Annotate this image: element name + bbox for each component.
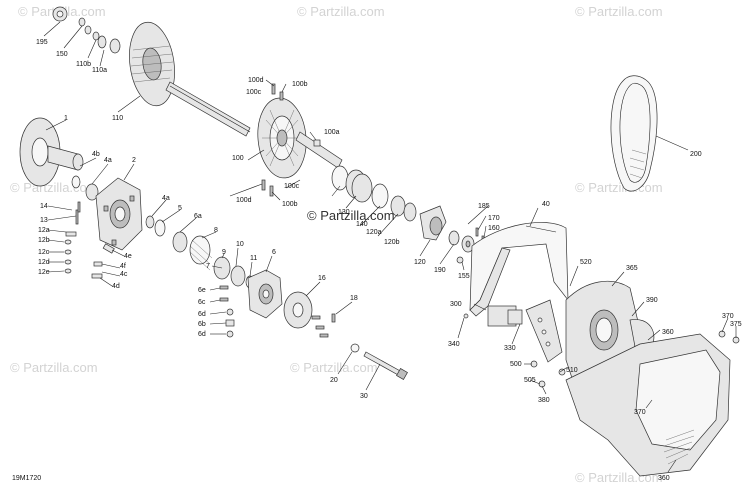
callout-6c: 6c [198,299,206,306]
callout-360: 360 [662,329,674,336]
watermark: © Partzilla.com [10,180,98,195]
callout-4e: 4e [124,253,132,260]
callout-150: 150 [56,51,68,58]
callout-100d-bot: 100d [236,197,252,204]
callout-6d-2: 6d [198,331,206,338]
callout-10: 10 [236,241,244,248]
watermark: © Partzilla.com [10,360,98,375]
callout-6e: 6e [198,287,206,294]
callout-12a: 12a [38,227,50,234]
callout-100d-top: 100d [248,77,264,84]
callout-4a-top: 4a [104,157,112,164]
callout-11: 11 [250,255,257,262]
callout-12b: 12b [38,237,50,244]
callout-370: 370 [722,313,734,320]
callout-505: 505 [524,377,536,384]
callout-330: 330 [504,345,516,352]
callout-16: 16 [318,275,326,282]
callout-7: 7 [206,263,210,270]
callout-110a: 110a [92,67,107,74]
callout-100c-bot: 100c [284,183,300,190]
callout-365: 365 [626,265,638,272]
callout-6b: 6b [198,321,206,328]
callout-1: 1 [64,115,68,122]
retaining-bolt [350,343,408,380]
callout-130: 130 [338,209,350,216]
callout-18: 18 [350,295,358,302]
callout-4f: 4f [120,263,126,270]
callout-510: 510 [566,367,578,374]
callout-140: 140 [356,221,368,228]
callout-300: 300 [450,301,462,308]
watermark: © Partzilla.com [575,180,663,195]
callout-200: 200 [690,151,702,158]
callout-380: 380 [538,397,550,404]
belt-guard [469,222,569,327]
callout-12e: 12e [38,269,50,276]
callout-120: 120 [414,259,426,266]
callout-30: 30 [360,393,368,400]
callout-100b-bot: 100b [282,201,298,208]
callout-14: 14 [40,203,48,210]
diagram-code: 19M1720 [12,475,41,482]
callout-4b: 4b [92,151,100,158]
spider-hardware [219,285,235,338]
callout-13: 13 [40,217,48,224]
callout-100b-top: 100b [292,81,308,88]
callout-4d: 4d [112,283,120,290]
callout-12c: 12c [38,249,50,256]
callout-170: 170 [488,215,500,222]
callout-110b: 110b [76,61,91,68]
spider-assembly [247,269,283,319]
drive-pulley-fixed-half [52,6,251,137]
callout-195: 195 [36,39,48,46]
callout-20: 20 [330,377,338,384]
callout-190: 190 [434,267,446,274]
callout-160: 160 [488,225,500,232]
callout-120a: 120a [366,229,382,236]
callout-9: 9 [222,249,226,256]
leader-lines [43,21,737,473]
watermark: © Partzilla.com [297,4,385,19]
guard-bracket [463,299,566,388]
callout-40: 40 [542,201,550,208]
watermark-center: © Partzilla.com [307,208,395,223]
callout-2: 2 [132,157,136,164]
callout-185: 185 [478,203,490,210]
callout-340: 340 [448,341,460,348]
drive-pulley-springs [331,165,417,222]
callout-370-bot: 370 [634,409,646,416]
callout-6a: 6a [194,213,202,220]
callout-100c-top: 100c [246,89,262,96]
callout-labels: 195 150 110b 110a 110 100d 100b 100c 100… [36,39,742,482]
callout-390: 390 [646,297,658,304]
callout-4a-mid: 4a [162,195,170,202]
drive-pulley-hub [257,83,343,197]
callout-120b: 120b [384,239,400,246]
watermark: © Partzilla.com [290,360,378,375]
driven-pulley-ramp [419,205,485,264]
callout-155: 155 [458,273,470,280]
callout-375: 375 [730,321,742,328]
callout-520: 520 [580,259,592,266]
watermark: © Partzilla.com [575,4,663,19]
callout-110: 110 [112,115,123,122]
drive-belt [610,75,658,192]
drive-pulley-movable-half [19,117,99,201]
callout-500: 500 [510,361,522,368]
callout-6: 6 [272,249,276,256]
drive-pulley-cover [95,177,143,251]
callout-360-bot: 360 [658,475,670,482]
callout-100: 100 [232,155,244,162]
callout-5: 5 [178,205,182,212]
callout-8: 8 [214,227,218,234]
callout-4c: 4c [120,271,128,278]
callout-100a: 100a [324,129,340,136]
callout-6d-1: 6d [198,311,206,318]
sliding-plate [283,291,336,338]
callout-12d: 12d [38,259,50,266]
